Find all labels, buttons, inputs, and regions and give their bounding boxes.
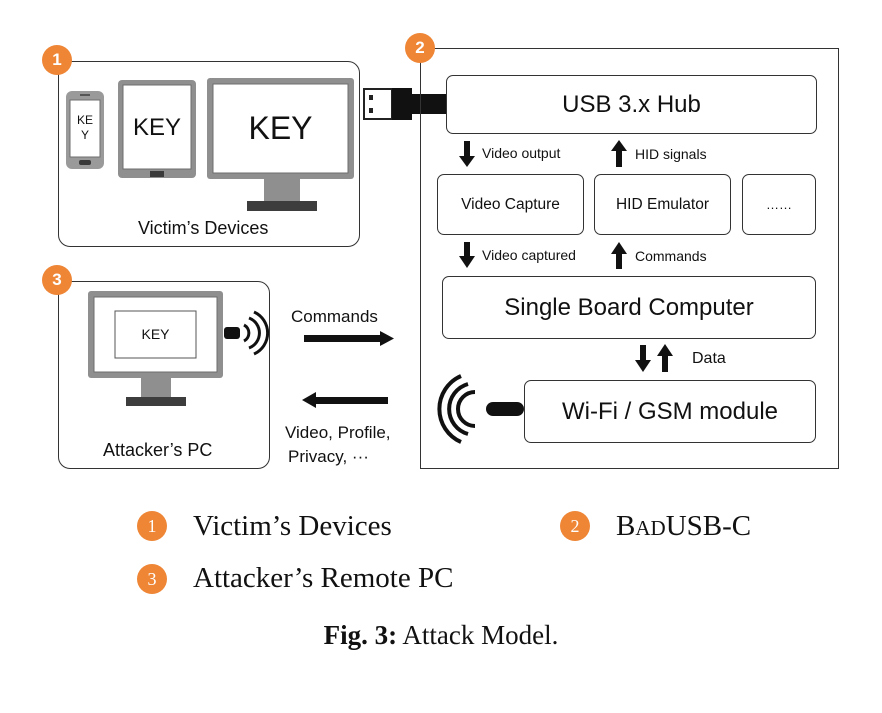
usb-hub-box: USB 3.x Hub — [446, 75, 817, 134]
monitor-icon — [207, 78, 354, 211]
legend-badusb-rest: USB-C — [665, 510, 752, 542]
legend-badusb-first: B — [616, 510, 636, 542]
module-wireless-icon — [437, 374, 524, 444]
commands-label-inner: Commands — [635, 248, 707, 264]
video-profile-link-label: Video, Profile, — [285, 423, 391, 442]
badge-2: 2 — [405, 33, 435, 63]
victim-devices-panel — [58, 61, 360, 247]
caption-bold: Fig. 3: — [323, 620, 398, 650]
legend-badge-2: 2 — [560, 511, 590, 541]
data-label: Data — [692, 350, 726, 367]
attacker-monitor-icon — [88, 291, 223, 406]
wifi-gsm-module-box: Wi-Fi / GSM module — [524, 380, 816, 443]
hid-emulator-box: HID Emulator — [594, 174, 731, 235]
video-capture-box: Video Capture — [437, 174, 584, 235]
attacker-wireless-icon — [224, 310, 270, 356]
privacy-link-label: Privacy, ··· — [288, 447, 369, 466]
single-board-computer-box: Single Board Computer — [442, 276, 816, 339]
arrow-video-output — [459, 141, 475, 167]
legend-badusb-small: AD — [635, 516, 666, 540]
legend-badusb-c: BADUSB-C — [616, 510, 751, 543]
video-output-label: Video output — [482, 145, 561, 161]
arrow-commands-right — [304, 331, 394, 346]
arrow-video-captured — [459, 242, 475, 268]
badusb-panel — [420, 48, 839, 469]
phone-screen-text: KE Y — [76, 113, 93, 142]
arrow-video-left — [302, 392, 388, 408]
more-modules-box: …… — [742, 174, 816, 235]
figure-caption: Fig. 3: Attack Model. — [0, 620, 882, 651]
hid-signals-label: HID signals — [635, 146, 707, 162]
badge-1: 1 — [42, 45, 72, 75]
arrow-data-down — [635, 345, 651, 372]
video-captured-label: Video captured — [482, 247, 576, 263]
victim-devices-label: Victim’s Devices — [138, 218, 269, 238]
attacker-screen-text: KEY — [141, 326, 170, 342]
legend-victim-devices: Victim’s Devices — [193, 510, 392, 542]
legend-badge-1: 1 — [137, 511, 167, 541]
legend-badge-3: 3 — [137, 564, 167, 594]
arrow-data-up — [657, 344, 673, 372]
attacker-pc-label: Attacker’s PC — [103, 440, 213, 460]
arrow-commands-up — [611, 242, 627, 269]
arrow-hid-signals — [611, 140, 627, 167]
commands-link-label: Commands — [291, 307, 378, 326]
attacker-pc-panel — [58, 281, 270, 469]
usb-plug-icon — [363, 88, 448, 120]
phone-icon — [66, 91, 104, 169]
tablet-screen-text: KEY — [132, 114, 182, 141]
monitor-screen-text: KEY — [248, 109, 313, 146]
caption-text: Attack Model. — [397, 620, 559, 650]
tablet-icon — [118, 80, 196, 178]
badge-3: 3 — [42, 265, 72, 295]
legend-attacker-pc: Attacker’s Remote PC — [193, 562, 454, 594]
